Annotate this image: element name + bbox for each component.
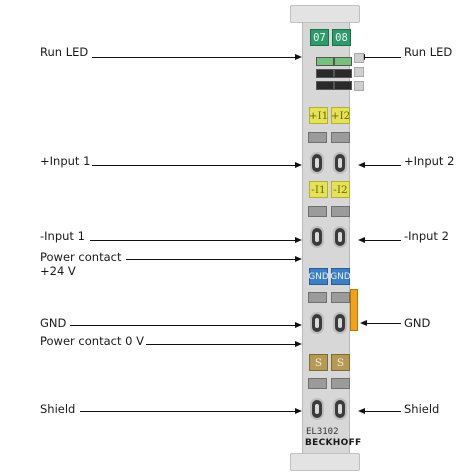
label-shield-left: Shield — [40, 402, 76, 416]
tag-plus-i2: +I2 — [331, 107, 350, 124]
led-window — [334, 81, 352, 90]
spring-terminal-minus-input2 — [333, 226, 347, 248]
tag-gnd-1: GND — [308, 268, 329, 285]
arrow-shield-right — [358, 408, 365, 414]
label-input1-plus: +Input 1 — [40, 154, 91, 168]
spring-terminal-gnd-2 — [333, 312, 347, 334]
side-notch — [354, 53, 364, 63]
arrow-gnd-left — [295, 322, 302, 328]
arrow-input2-minus — [358, 237, 365, 243]
arrow-gnd-right — [360, 320, 367, 326]
tag-minus-i2: -I2 — [331, 181, 350, 198]
arrow-input1-plus — [295, 162, 302, 168]
label-power-contact-24v: Power contact +24 V — [40, 250, 121, 278]
tag-shield-1: S — [309, 354, 328, 371]
tag-plus-i1: +I1 — [309, 107, 328, 124]
led-window — [316, 81, 334, 90]
leader-power-contact-24v — [126, 259, 295, 261]
terminal-top-cap — [290, 5, 360, 23]
side-notch — [354, 81, 364, 91]
label-input1-minus: -Input 1 — [40, 229, 85, 243]
arrow-input2-plus — [358, 162, 365, 168]
spring-terminal-shield-2 — [333, 398, 347, 420]
terminal-slot — [308, 292, 327, 303]
terminal-bottom-cap — [290, 453, 360, 471]
spring-terminal-gnd-1 — [310, 312, 324, 334]
arrow-power-contact-0v — [295, 341, 302, 347]
power-contact-bar — [350, 289, 358, 331]
run-led-1 — [316, 57, 334, 66]
spring-terminal-plus-input1 — [310, 152, 324, 174]
tag-shield-2: S — [331, 354, 350, 371]
leader-input1-minus — [90, 240, 295, 242]
arrow-input1-minus — [295, 237, 302, 243]
spring-terminal-plus-input2 — [333, 152, 347, 174]
label-input2-plus: +Input 2 — [404, 154, 455, 168]
label-input2-minus: -Input 2 — [404, 229, 449, 243]
led-window — [334, 69, 352, 78]
label-power-contact-24v-line1: Power contact — [40, 250, 122, 264]
terminal-slot — [331, 206, 350, 217]
model-number: EL3102 — [306, 427, 339, 437]
label-power-contact-0v: Power contact 0 V — [40, 334, 144, 348]
leader-shield-left — [80, 411, 295, 413]
arrow-shield-left — [295, 408, 302, 414]
arrow-run-led-left — [295, 54, 302, 60]
terminal-slot — [331, 378, 350, 389]
led-tag-07: 07 — [310, 29, 329, 46]
tag-minus-i1: -I1 — [309, 181, 328, 198]
label-gnd-right: GND — [404, 316, 431, 330]
leader-input2-minus — [365, 240, 401, 242]
terminal-slot — [308, 206, 327, 217]
terminal-slot — [331, 132, 350, 143]
led-window — [316, 69, 334, 78]
run-led-2 — [334, 57, 352, 66]
spring-terminal-shield-1 — [310, 398, 324, 420]
leader-gnd-left — [70, 325, 295, 327]
label-run-led-left: Run LED — [40, 45, 89, 59]
leader-shield-right — [365, 411, 401, 413]
label-power-contact-24v-line2: +24 V — [40, 264, 76, 278]
terminal-slot — [331, 292, 350, 303]
terminal-slot — [308, 378, 327, 389]
spring-terminal-minus-input1 — [310, 226, 324, 248]
tag-gnd-2: GND — [330, 268, 351, 285]
label-gnd-left: GND — [40, 316, 67, 330]
terminal-slot — [308, 132, 327, 143]
leader-power-contact-0v — [146, 344, 295, 346]
leader-input1-plus — [92, 165, 295, 167]
label-run-led-right: Run LED — [404, 45, 453, 59]
side-notch — [354, 67, 364, 77]
label-shield-right: Shield — [404, 402, 440, 416]
leader-run-led-left — [92, 57, 295, 59]
brand-logo: BECKHOFF — [305, 438, 362, 448]
leader-gnd-right — [367, 323, 401, 325]
leader-run-led-right — [365, 57, 401, 59]
arrow-power-contact-24v — [295, 256, 302, 262]
leader-input2-plus — [365, 165, 401, 167]
led-tag-08: 08 — [332, 29, 351, 46]
